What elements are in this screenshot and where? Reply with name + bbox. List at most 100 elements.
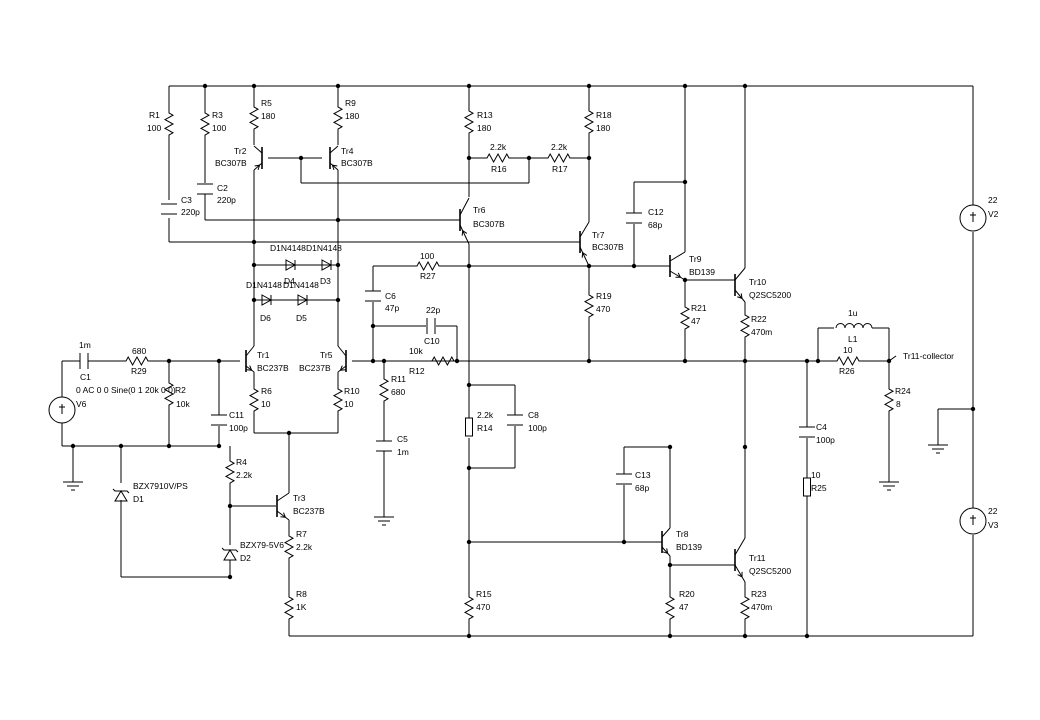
label-Tr3-ref: Tr3: [293, 493, 306, 503]
label-R13-value: 180: [477, 123, 491, 133]
label-C13-value: 68p: [635, 483, 649, 493]
label-R19-value: 470: [596, 304, 610, 314]
label-Tr9-ref: Tr9: [689, 254, 702, 264]
label-C6-value: 47p: [385, 303, 399, 313]
label-R21-ref: R21: [691, 303, 707, 313]
label-R26-ref: R26: [839, 366, 855, 376]
resistor-R7: [283, 533, 295, 561]
label-R29-value: 680: [132, 346, 146, 356]
transistor-Tr9: [669, 251, 686, 281]
label-D1-value: BZX7910V/PS: [133, 481, 188, 491]
label-R24-value: 8: [896, 399, 901, 409]
resistor-R17: [545, 152, 573, 164]
label-Tr6-value: BC307B: [473, 219, 505, 229]
label-V6-value: 0 AC 0 0 Sine(0 1 20k 0 0): [76, 385, 176, 395]
label-R14-ref: R14: [477, 423, 493, 433]
capacitor-C3: [161, 203, 177, 215]
resistor-R1: [163, 110, 175, 138]
label-R25-ref: R25: [811, 483, 827, 493]
label-R27-ref: R27: [420, 271, 436, 281]
label-R17-ref: R17: [552, 164, 568, 174]
label-C11-ref: C11: [229, 410, 244, 420]
label-R3-value: 100: [212, 123, 226, 133]
label-C2-ref: C2: [217, 183, 228, 193]
transistor-Tr11: [734, 537, 746, 583]
label-D2-value: BZX79-5V6: [240, 540, 284, 550]
label-D4-ref: D4: [284, 276, 295, 286]
voltage-source-V3: [959, 507, 987, 535]
label-R10-ref: R10: [344, 386, 360, 396]
label-R27-value: 100: [420, 251, 434, 261]
resistor-R15: [463, 594, 475, 622]
label-V6-ref: V6: [76, 399, 87, 409]
label-R9-value: 180: [345, 111, 359, 121]
label-Tr5-value: BC237B: [299, 363, 331, 373]
label-R2-value: 10k: [176, 399, 190, 409]
label-R12-ref: R12: [409, 366, 425, 376]
label-R20-value: 47: [679, 602, 689, 612]
label-R13-ref: R13: [477, 110, 493, 120]
label-C5-ref: C5: [397, 434, 408, 444]
component-symbols: [48, 104, 987, 622]
label-C1-value: 1m: [79, 340, 91, 350]
transistor-Tr2: [253, 145, 263, 171]
label-R5-ref: R5: [261, 98, 272, 108]
label-C10-value: 22p: [426, 305, 440, 315]
label-R8-ref: R8: [296, 589, 307, 599]
label-R25-value: 10: [811, 470, 821, 480]
label-D1-ref: D1: [133, 494, 144, 504]
label-R18-ref: R18: [596, 110, 612, 120]
resistor-R20: [664, 594, 676, 622]
label-D6-ref: D6: [260, 313, 271, 323]
resistor-R9: [332, 104, 344, 132]
label-R6-value: 10: [261, 399, 271, 409]
label-R7-value: 2.2k: [296, 542, 313, 552]
resistor-R27: [414, 260, 442, 272]
resistor-R23: [739, 594, 751, 622]
label-R4-ref: R4: [236, 457, 247, 467]
diode-D3: [321, 259, 333, 271]
label-Tr7-value: BC307B: [592, 242, 624, 252]
label-D3-ref: D3: [320, 276, 331, 286]
label-C1-ref: C1: [80, 372, 91, 382]
label-C4-ref: C4: [816, 422, 827, 432]
transistor-Tr10: [734, 267, 746, 303]
label-D2-ref: D2: [240, 553, 251, 563]
label-R6-ref: R6: [261, 386, 272, 396]
label-R16-value: 2.2k: [490, 142, 507, 152]
label-R26-value: 10: [843, 345, 853, 355]
junction-dots: [70, 83, 976, 639]
label-C12-value: 68p: [648, 220, 662, 230]
resistor-R14: [465, 417, 473, 437]
label-C6-ref: C6: [385, 291, 396, 301]
label-L1-value: 1u: [848, 308, 858, 318]
label-Tr2-value: BC307B: [215, 158, 247, 168]
label-Tr8-ref: Tr8: [676, 529, 689, 539]
resistor-R12: [429, 355, 457, 367]
label-R22-ref: R22: [751, 314, 767, 324]
label-Tr6-ref: Tr6: [473, 205, 486, 215]
inductor-L1: [835, 323, 873, 329]
label-V2-ref: V2: [988, 209, 999, 219]
capacitor-C8: [507, 414, 523, 426]
resistor-R22: [739, 312, 751, 340]
label-C11-value: 100p: [229, 423, 248, 433]
label-Tr3-value: BC237B: [293, 506, 325, 516]
resistor-R13: [463, 108, 475, 136]
label-D5-value: D1N4148: [283, 280, 319, 290]
ground-symbols: [63, 444, 948, 526]
label-Tr5-ref: Tr5: [320, 350, 333, 360]
label-R29-ref: R29: [131, 366, 147, 376]
transistor-Tr6: [459, 197, 470, 245]
label-C3-ref: C3: [181, 195, 192, 205]
label-C10-ref: C10: [424, 336, 440, 346]
label-R1-value: 100: [147, 123, 161, 133]
capacitor-C5: [376, 440, 392, 452]
label-R22-value: 470m: [751, 327, 772, 337]
label-R19-ref: R19: [596, 291, 612, 301]
label-D3-value: D1N4148: [306, 243, 342, 253]
resistor-R24: [883, 386, 895, 414]
label-Tr11-ref: Tr11: [749, 553, 766, 563]
ground-icon: [374, 516, 394, 526]
label-C3-value: 220p: [181, 207, 200, 217]
